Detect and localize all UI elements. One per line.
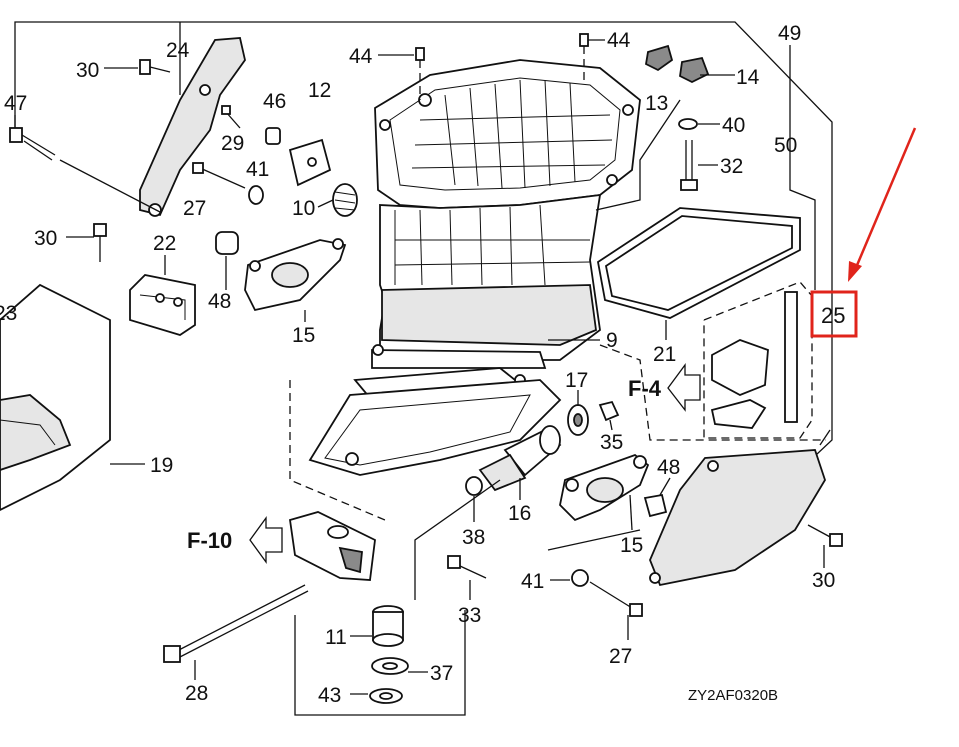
damper-16 [478, 425, 562, 492]
callout-50: 50 [774, 134, 797, 157]
washer-43 [369, 688, 403, 704]
callout-27: 27 [609, 645, 632, 668]
callout-9: 9 [606, 329, 618, 352]
bolt-47 [9, 127, 56, 161]
bracket-f10 [288, 511, 376, 581]
bolt-30-top [139, 59, 171, 75]
reference-f4: F-4 [628, 376, 662, 401]
washer-40 [678, 118, 698, 130]
callout-13: 13 [645, 92, 668, 115]
callout-35: 35 [600, 431, 623, 454]
bolt-29 [221, 105, 241, 129]
bolt-32 [680, 140, 698, 191]
callout-16: 16 [508, 502, 531, 525]
callout-43: 43 [318, 684, 341, 707]
callout-11: 11 [325, 626, 347, 649]
callout-30: 30 [76, 59, 99, 82]
bracket-lines-49-50 [595, 45, 826, 441]
washer-37 [371, 657, 409, 675]
callout-12: 12 [308, 79, 331, 102]
plug-48-lower [643, 493, 668, 518]
bushing-11 [372, 605, 404, 647]
callout-41: 41 [521, 570, 544, 593]
callout-10: 10 [292, 197, 315, 220]
mount-15-upper [244, 238, 347, 312]
leader-lines [14, 39, 825, 716]
callout-23: 23 [0, 302, 17, 325]
bolt-27-upper [192, 162, 246, 189]
bracket-22 [129, 274, 196, 336]
callout-22: 22 [153, 232, 176, 255]
callout-30: 30 [812, 569, 835, 592]
callout-41: 41 [246, 158, 269, 181]
callout-38: 38 [462, 526, 485, 549]
gasket-21 [597, 207, 801, 319]
callout-28: 28 [185, 682, 208, 705]
callout-48: 48 [208, 290, 231, 313]
spring-10 [332, 183, 358, 217]
lower-cover-19 [0, 283, 111, 512]
callout-48: 48 [657, 456, 680, 479]
red-arrow-icon [853, 127, 917, 271]
bolt-44-left [415, 47, 425, 100]
callout-27: 27 [183, 197, 206, 220]
red-arrowhead-icon [848, 261, 862, 282]
callout-30: 30 [34, 227, 57, 250]
bolt-28 [163, 584, 309, 663]
bolt-33 [447, 555, 487, 579]
collar-46 [265, 127, 281, 145]
callout-47: 47 [4, 92, 27, 115]
plate-12 [288, 138, 332, 187]
callout-19: 19 [150, 454, 173, 477]
callout-44: 44 [349, 45, 373, 68]
washer-38 [465, 476, 483, 496]
bolt-27-lower [589, 581, 643, 617]
highlight-label-25: 25 [821, 303, 845, 328]
plug-48-upper [215, 231, 239, 255]
callout-44: 44 [607, 29, 631, 52]
reference-f10: F-10 [187, 528, 232, 553]
callout-33: 33 [458, 604, 481, 627]
callout-21: 21 [653, 343, 676, 366]
arrow-f10-icon [249, 516, 283, 564]
callout-32: 32 [720, 155, 743, 178]
bolt-30-right [807, 524, 843, 547]
callout-40: 40 [722, 114, 745, 137]
arrow-f4-icon [667, 363, 701, 412]
callout-24: 24 [166, 39, 190, 62]
callout-14: 14 [736, 66, 760, 89]
washer-41-lower [571, 569, 589, 587]
callout-15: 15 [292, 324, 315, 347]
callout-15: 15 [620, 534, 643, 557]
grommet-13 [645, 44, 674, 72]
callout-29: 29 [221, 132, 244, 155]
extension-case [308, 59, 641, 476]
bolt-30-mid [93, 223, 107, 262]
washer-41-upper [248, 185, 264, 205]
water-pump-kit-25 [703, 281, 813, 439]
grommet-17 [567, 404, 589, 436]
callout-49: 49 [778, 22, 801, 45]
bracket-24 [139, 37, 246, 217]
nut-35 [598, 400, 620, 422]
callout-labels: 24 30 47 46 12 29 41 27 10 30 22 48 15 2… [0, 22, 845, 707]
callout-37: 37 [430, 662, 453, 685]
highlight-25 [810, 127, 917, 338]
diagram-code: ZY2AF0320B [688, 687, 778, 704]
callout-17: 17 [565, 369, 588, 392]
lower-cover-right [649, 449, 826, 587]
highlight-box [810, 290, 858, 338]
grommet-14 [679, 56, 710, 84]
mount-15-lower [559, 453, 650, 522]
callout-46: 46 [263, 90, 286, 113]
